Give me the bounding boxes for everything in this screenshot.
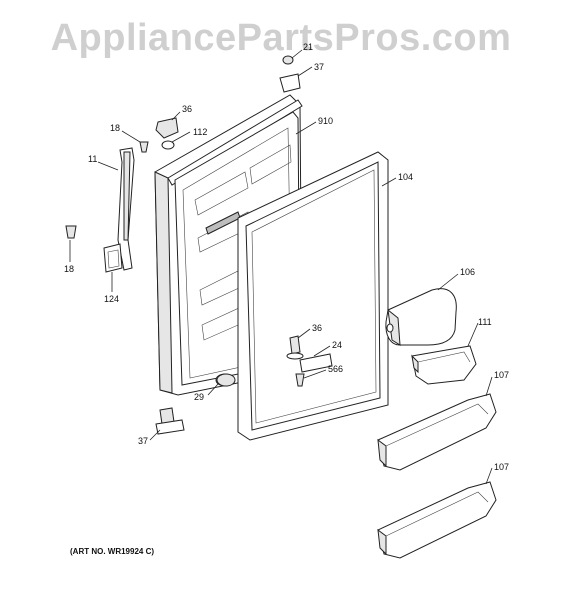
callout-107-bottom: 107 <box>494 462 509 472</box>
callout-18-top: 18 <box>110 123 120 133</box>
callout-37-bottom: 37 <box>138 436 148 446</box>
callout-111: 111 <box>478 317 492 327</box>
callout-37-top: 37 <box>314 62 324 72</box>
callout-labels: 21 37 36 18 112 910 11 104 18 124 106 36… <box>64 42 509 472</box>
dairy-door <box>385 288 457 346</box>
callout-566: 566 <box>328 364 343 374</box>
hinge-parts <box>155 335 333 435</box>
callout-24: 24 <box>332 340 342 350</box>
watermark-text: AppliancePartsPros.com <box>51 17 512 59</box>
leader-lines <box>69 49 493 485</box>
callout-106: 106 <box>460 267 475 277</box>
callout-112: 112 <box>193 127 207 137</box>
door-handle <box>117 147 135 271</box>
callout-29: 29 <box>194 392 204 402</box>
small-bin <box>411 345 477 385</box>
callout-910: 910 <box>318 116 333 126</box>
callout-107-top: 107 <box>494 370 509 380</box>
callout-11: 11 <box>88 154 97 164</box>
small-hardware <box>65 55 301 273</box>
door-gasket <box>237 151 389 441</box>
callout-104: 104 <box>398 172 413 182</box>
callout-124: 124 <box>104 294 119 304</box>
callout-36-mid: 36 <box>312 323 322 333</box>
door-bin-top <box>377 393 497 471</box>
callout-21: 21 <box>303 42 313 52</box>
callout-18-left: 18 <box>64 264 74 274</box>
art-number: (ART NO. WR19924 C) <box>70 547 154 556</box>
door-bin-bottom <box>377 481 497 559</box>
callout-36-top: 36 <box>182 104 192 114</box>
